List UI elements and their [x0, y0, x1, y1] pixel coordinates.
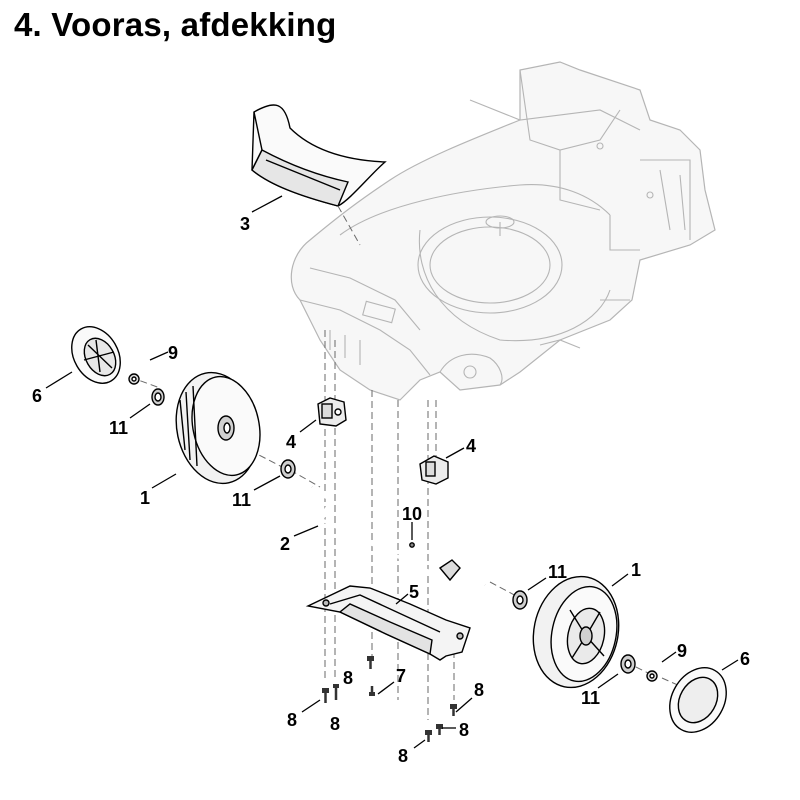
label-6-left: 6 — [32, 386, 42, 406]
nut-left[interactable] — [128, 373, 140, 385]
front-cover-flap[interactable] — [251, 104, 387, 207]
screw-8-d — [450, 704, 457, 716]
label-8-c: 8 — [287, 710, 297, 730]
screws[interactable] — [322, 656, 457, 742]
label-1-left: 1 — [140, 488, 150, 508]
nut-right[interactable] — [646, 670, 658, 682]
screw-8-e — [425, 730, 432, 742]
label-8-e: 8 — [459, 720, 469, 740]
screw-8-f — [436, 724, 443, 735]
bearing-right-inner[interactable] — [512, 590, 528, 610]
axle-bracket-left[interactable] — [317, 397, 347, 427]
label-8-a: 8 — [343, 668, 353, 688]
bearing-right-outer[interactable] — [620, 654, 636, 674]
label-11-b: 11 — [232, 490, 251, 510]
label-9-right: 9 — [677, 641, 687, 661]
label-1-right: 1 — [631, 560, 641, 580]
label-3: 3 — [240, 214, 250, 234]
label-8-b: 8 — [474, 680, 484, 700]
label-4-right: 4 — [466, 436, 476, 456]
label-4-left: 4 — [286, 432, 296, 452]
wheel-right[interactable] — [523, 568, 628, 695]
label-11-d: 11 — [581, 688, 600, 708]
label-11-c: 11 — [548, 562, 567, 582]
screw-7 — [369, 686, 375, 696]
mower-deck-housing — [290, 61, 716, 401]
label-2: 2 — [280, 534, 290, 554]
pin[interactable] — [409, 542, 415, 548]
label-11-a: 11 — [109, 418, 128, 438]
page-title: 4. Vooras, afdekking — [14, 6, 337, 43]
label-6-right: 6 — [740, 649, 750, 669]
label-8-f: 8 — [398, 746, 408, 766]
wheel-left[interactable] — [166, 365, 268, 491]
callout-labels: 3 6 9 11 1 11 4 2 4 10 5 11 1 9 6 11 8 7… — [32, 214, 750, 766]
screw-8-a — [322, 688, 329, 703]
hubcap-right[interactable] — [658, 658, 737, 743]
height-adjust-plate[interactable] — [305, 585, 471, 661]
leader-lines — [45, 195, 739, 749]
front-axle[interactable] — [310, 485, 486, 587]
label-7: 7 — [396, 666, 406, 686]
screw-8-b — [333, 684, 339, 700]
bearing-left-inner[interactable] — [280, 459, 296, 479]
bearing-left-outer[interactable] — [151, 388, 165, 406]
label-9-left: 9 — [168, 343, 178, 363]
axle-bracket-right[interactable] — [419, 455, 449, 485]
label-8-d: 8 — [330, 714, 340, 734]
label-5: 5 — [409, 582, 419, 602]
label-10: 10 — [402, 504, 422, 524]
hubcap-left[interactable] — [62, 318, 130, 392]
screw-8-c — [367, 656, 374, 669]
